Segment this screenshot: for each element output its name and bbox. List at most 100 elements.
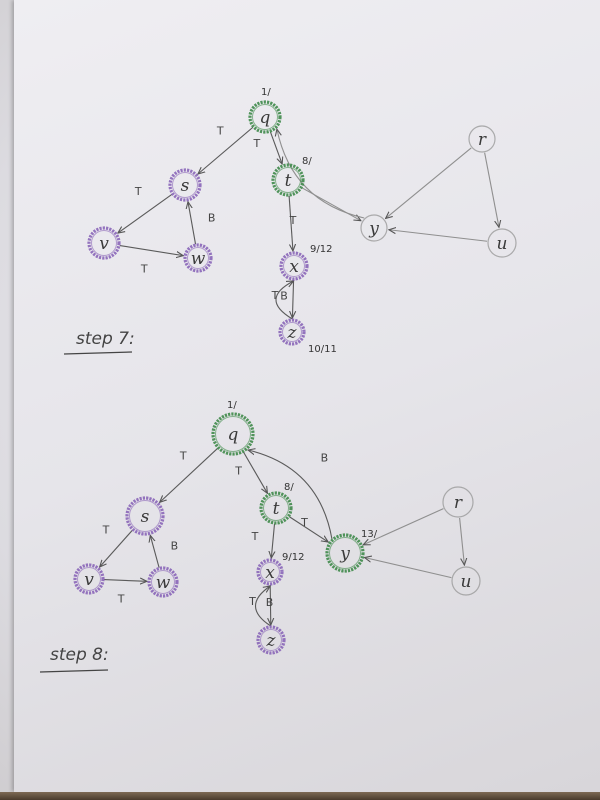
node-label-r8: r [454, 493, 463, 513]
edge-t8-x8 [271, 523, 274, 558]
node-ring-w7 [187, 247, 209, 269]
edge-r7-y7 [386, 147, 472, 219]
edge-label-s8-v8: T [102, 523, 110, 536]
node-v7 [87, 226, 121, 260]
node-label-x7: x [289, 257, 299, 277]
edge-t8-y8 [289, 516, 328, 542]
node-label-y8: y [339, 544, 350, 564]
edge-y8-q8 [248, 450, 333, 540]
edge-t7-x7 [288, 195, 293, 251]
node-ring-q7 [252, 104, 278, 130]
node-y8 [325, 533, 365, 573]
edge-z7-x7 [275, 281, 294, 320]
edge-label-z7-x7: B [280, 290, 288, 303]
edge-label-z8-x8: B [266, 596, 274, 609]
node-timestamp-y8: 13/ [361, 529, 378, 540]
edge-z8-x8 [254, 586, 271, 627]
node-s7 [168, 168, 202, 202]
node-label-t7: t [285, 171, 292, 191]
edge-label-t8-y8: T [300, 516, 308, 529]
node-label-s7: s [181, 176, 190, 196]
node-label-z7: z [287, 323, 298, 343]
edge-q7-t7 [269, 131, 282, 164]
node-q7 [248, 100, 282, 134]
node-label-u7: u [497, 234, 508, 254]
node-ring-t7 [275, 167, 301, 193]
node-z7 [278, 318, 306, 346]
node-x8 [256, 558, 284, 586]
edge-u7-y7 [389, 230, 488, 242]
edge-w8-s8 [150, 535, 160, 568]
edge-s8-v8 [100, 529, 133, 567]
node-timestamp-z7: 10/11 [308, 344, 337, 355]
node-label-z8: z [266, 631, 277, 651]
node-label-u8: u [461, 572, 472, 592]
node-y7 [360, 214, 388, 242]
node-label-v7: v [99, 234, 109, 254]
edge-t7-y7 [301, 187, 361, 221]
edge-u8-y8 [364, 558, 452, 579]
edge-y7-q7 [277, 129, 365, 219]
node-label-q8: q [228, 425, 239, 445]
edge-q8-s8 [160, 447, 219, 502]
edge-label-t8-x8: T [251, 530, 259, 543]
node-timestamp-t7: 8/ [302, 156, 312, 167]
edge-label-s7-v7: T [134, 185, 142, 198]
edge-r7-u7 [484, 152, 499, 228]
edge-r8-u8 [459, 517, 465, 565]
edge-v8-w8 [103, 580, 147, 582]
node-u8 [451, 566, 481, 596]
node-t7 [271, 163, 305, 197]
edge-q7-s7 [198, 126, 254, 174]
edge-label-q7-s7: T [216, 125, 224, 138]
table-edge [0, 792, 600, 800]
node-ring-v7 [91, 230, 117, 256]
node-label-v8: v [84, 570, 94, 590]
node-ring-x8 [260, 562, 280, 582]
edge-label-q7-t7: T [252, 137, 260, 150]
node-ring-v8 [77, 567, 101, 591]
node-ring-y8 [329, 537, 361, 569]
edge-label-x7-z7: T [271, 289, 279, 302]
node-label-r7: r [478, 130, 487, 150]
node-t8 [259, 491, 293, 525]
node-label-s8: s [141, 507, 150, 527]
paper-sheet [14, 0, 600, 792]
node-r7 [468, 125, 496, 153]
edge-label-w7-s7: B [208, 212, 216, 225]
node-w8 [147, 566, 179, 598]
node-label-q7: q [260, 108, 271, 128]
node-z8 [256, 625, 286, 655]
edge-label-v8-w8: T [117, 592, 125, 605]
node-ring-q8 [215, 416, 251, 452]
edge-label-q8-s8: T [179, 449, 187, 462]
edge-label-w8-s8: B [171, 539, 179, 552]
node-timestamp-x8: 9/12 [282, 552, 304, 563]
edge-v7-w7 [119, 244, 183, 256]
node-label-w7: w [191, 249, 206, 269]
node-ring-s7 [172, 172, 198, 198]
edge-w7-s7 [188, 202, 197, 245]
node-q8 [211, 412, 255, 456]
edge-label-q8-t8: T [234, 465, 242, 478]
node-ring-z7 [282, 322, 302, 342]
node-label-w8: w [156, 573, 171, 593]
node-r8 [442, 486, 474, 518]
node-s8 [125, 496, 165, 536]
node-label-t8: t [273, 499, 280, 519]
node-ring-w8 [151, 570, 175, 594]
step-8-caption: step 8: [50, 645, 109, 665]
edge-r8-y8 [363, 508, 444, 545]
node-ring-x7 [283, 255, 305, 277]
edge-x7-z7 [292, 279, 293, 318]
edge-q8-t8 [243, 451, 268, 493]
node-w7 [183, 243, 213, 273]
edge-s7-v7 [118, 193, 173, 233]
node-u7 [487, 228, 517, 258]
node-ring-s8 [129, 500, 161, 532]
node-x7 [279, 251, 309, 281]
node-timestamp-q7: 1/ [261, 87, 271, 98]
